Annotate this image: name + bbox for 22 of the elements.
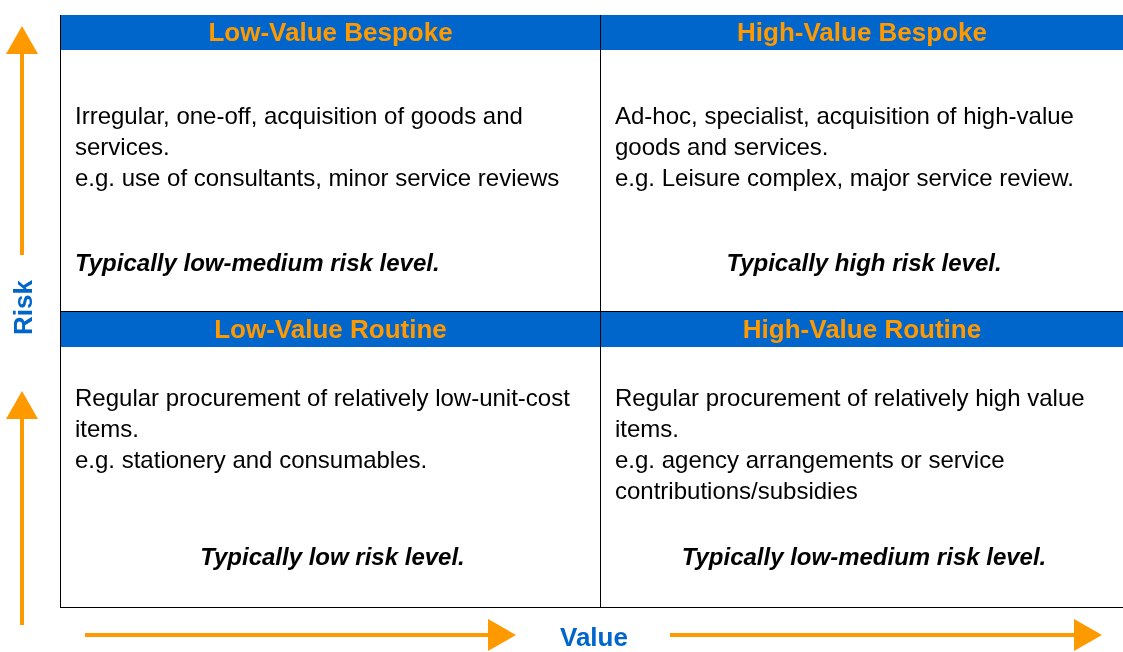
- description-text: e.g. stationery and consumables.: [75, 445, 429, 475]
- quadrant-panel: [60, 15, 600, 312]
- quadrant-panel: [600, 15, 1123, 312]
- axis-label: Value: [560, 622, 628, 652]
- quadrant-panel: [600, 312, 1123, 608]
- quadrant-title: High-Value Bespoke: [601, 15, 1123, 50]
- description-text: e.g. agency arrangements or service contributions/subsidies: [615, 445, 1006, 506]
- description-text: e.g. Leisure complex, major service review.: [615, 163, 1075, 193]
- risk-level-text: Typically high risk level.: [725, 248, 1003, 278]
- risk-level-text: Typically low-medium risk level.: [680, 542, 1048, 572]
- quadrant-panel: [60, 312, 600, 608]
- description-text: Regular procurement of relatively low-unit-cost items.: [75, 383, 571, 444]
- description-text: Regular procurement of relatively high value items.: [615, 383, 1086, 444]
- risk-level-text: Typically low-medium risk level.: [75, 248, 441, 278]
- axis-label: Risk: [8, 280, 39, 335]
- description-text: e.g. use of consultants, minor service reviews: [75, 163, 561, 193]
- description-text: Irregular, one-off, acquisition of goods and services.: [75, 101, 524, 162]
- quadrant-title: High-Value Routine: [601, 312, 1123, 347]
- quadrant-title: Low-Value Bespoke: [61, 15, 600, 50]
- quadrant-title: Low-Value Routine: [61, 312, 600, 347]
- risk-level-text: Typically low risk level.: [199, 542, 466, 572]
- description-text: Ad-hoc, specialist, acquisition of high-value goods and services.: [615, 101, 1075, 162]
